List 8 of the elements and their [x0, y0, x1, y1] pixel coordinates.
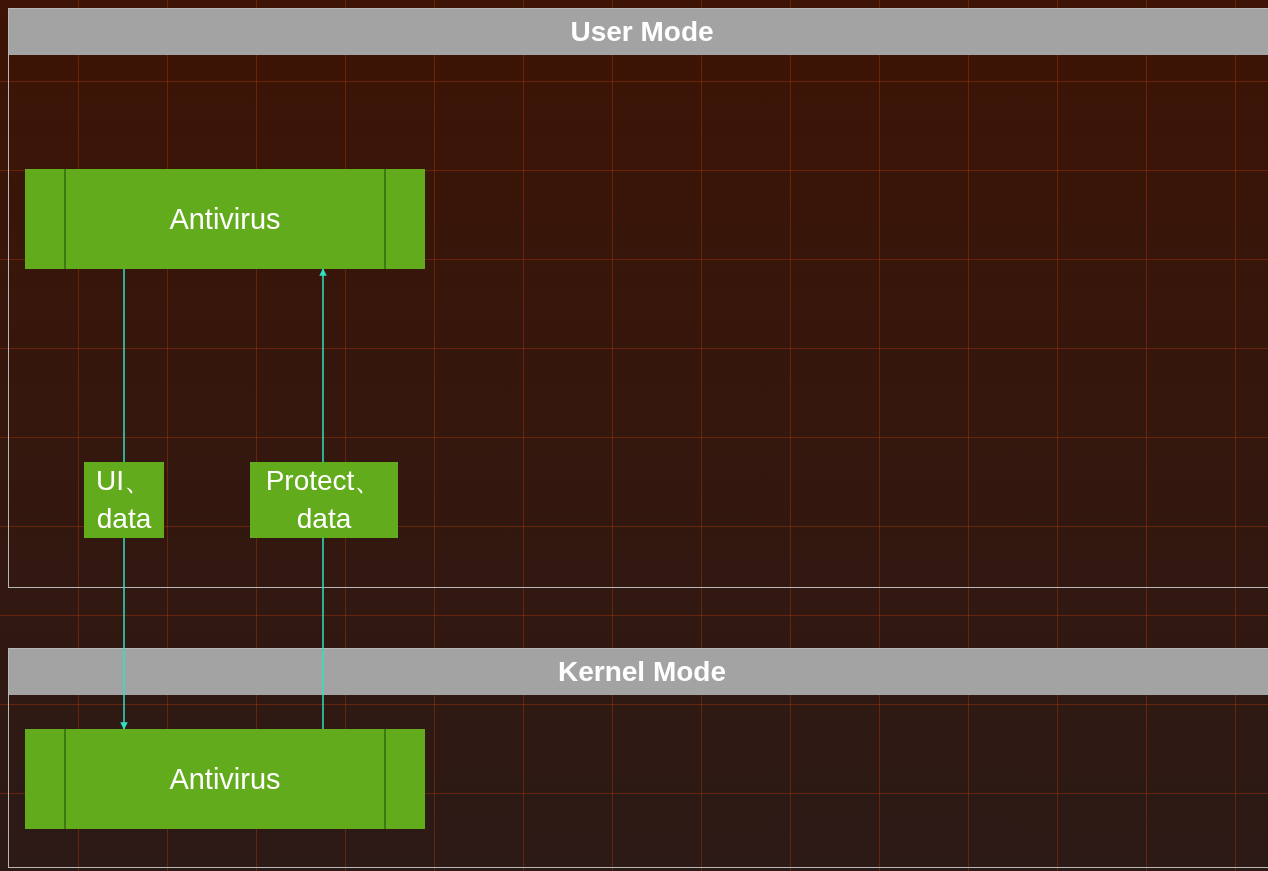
- swimlane: [8, 648, 1268, 868]
- lane-header: Kernel Mode: [9, 649, 1268, 695]
- lane-header: User Mode: [9, 9, 1268, 55]
- swimlane: [8, 8, 1268, 588]
- edge-label: UI、 data: [84, 462, 164, 538]
- edge-label: Protect、 data: [250, 462, 398, 538]
- process-box: Antivirus: [25, 169, 425, 269]
- process-box: Antivirus: [25, 729, 425, 829]
